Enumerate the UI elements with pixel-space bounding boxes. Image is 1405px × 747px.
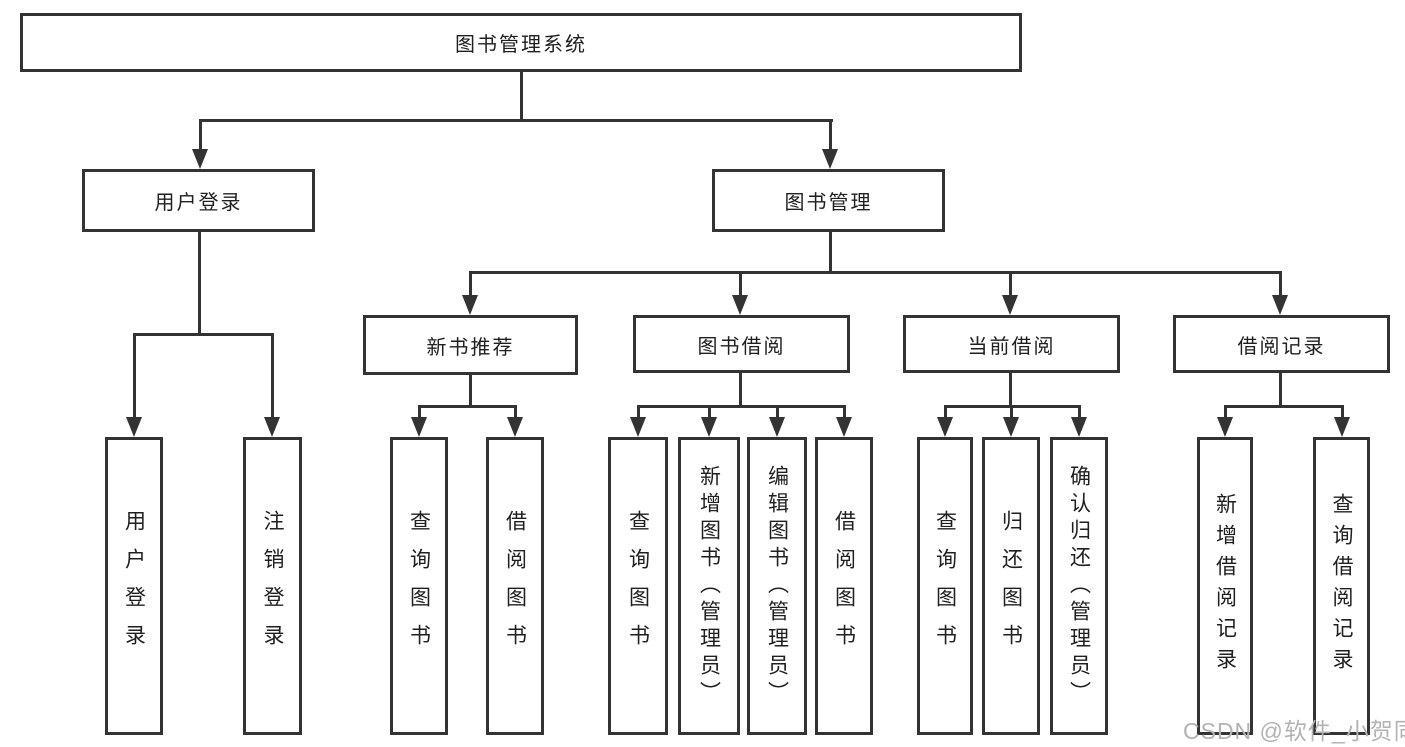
- connector-line: [739, 271, 742, 295]
- node-book-borrowing-label: 图书借阅: [697, 335, 786, 358]
- connector-line: [829, 119, 832, 149]
- leaf-current-confirm-return-admin: 确认归还（管理员）: [1050, 437, 1108, 735]
- connector-line: [1279, 271, 1282, 295]
- leaf-borrowing-query-books-label: 查询图书: [626, 510, 650, 662]
- leaf-borrowing-add-books-admin-label: 新增图书（管理员）: [697, 464, 721, 708]
- arrowhead: [1217, 417, 1233, 437]
- connector-line: [1009, 373, 1012, 407]
- connector-line: [133, 333, 273, 336]
- connector-line: [1279, 373, 1282, 407]
- connector-line: [1078, 405, 1081, 417]
- node-library-system-label: 图书管理系统: [455, 34, 587, 56]
- connector-line: [1224, 405, 1227, 417]
- connector-line: [469, 271, 1282, 274]
- connector-line: [199, 119, 833, 122]
- connector-line: [418, 405, 421, 417]
- node-book-borrowing: 图书借阅: [633, 315, 850, 373]
- leaf-borrowing-query-books: 查询图书: [608, 437, 668, 735]
- arrowhead: [769, 417, 785, 437]
- arrowhead: [264, 417, 280, 437]
- connector-line: [1224, 405, 1344, 408]
- connector-line: [739, 372, 742, 407]
- node-user-login: 用户登录: [82, 169, 315, 232]
- node-borrow-records-label: 借阅记录: [1237, 335, 1326, 358]
- connector-line: [199, 119, 202, 149]
- arrowhead: [1003, 417, 1019, 437]
- leaf-records-add-record: 新增借阅记录: [1197, 437, 1253, 735]
- connector-line: [1341, 405, 1344, 417]
- arrowhead: [462, 295, 478, 315]
- leaf-logout-label: 注销登录: [261, 510, 284, 662]
- node-current-borrowing: 当前借阅: [903, 315, 1120, 373]
- connector-line: [469, 271, 472, 295]
- arrowhead: [937, 417, 953, 437]
- leaf-borrowing-borrow-books: 借阅图书: [815, 437, 873, 735]
- arrowhead: [701, 417, 717, 437]
- connector-line: [944, 405, 947, 417]
- connector-line: [708, 405, 711, 417]
- leaf-current-query-books-label: 查询图书: [933, 510, 957, 662]
- connector-line: [637, 405, 640, 417]
- connector-line: [843, 405, 846, 417]
- arrowhead: [1334, 417, 1350, 437]
- connector-line: [520, 72, 523, 120]
- leaf-current-confirm-return-admin-label: 确认归还（管理员）: [1067, 464, 1091, 708]
- connector-line: [198, 232, 201, 335]
- arrowhead: [507, 417, 523, 437]
- node-user-login-label: 用户登录: [154, 192, 243, 214]
- leaf-records-query-record-label: 查询借阅记录: [1330, 493, 1353, 679]
- leaf-borrowing-add-books-admin: 新增图书（管理员）: [678, 437, 740, 735]
- node-borrow-records: 借阅记录: [1173, 315, 1390, 373]
- node-current-borrowing-label: 当前借阅: [967, 335, 1056, 358]
- node-book-management-label: 图书管理: [784, 192, 873, 214]
- arrowhead: [1071, 417, 1087, 437]
- arrowhead: [1002, 295, 1018, 315]
- leaf-borrowing-edit-books-admin-label: 编辑图书（管理员）: [765, 464, 789, 708]
- node-new-book-recommend: 新书推荐: [363, 315, 578, 375]
- arrowhead: [411, 417, 427, 437]
- connector-line: [637, 405, 846, 408]
- arrowhead: [822, 149, 838, 169]
- arrowhead: [836, 417, 852, 437]
- connector-line: [514, 405, 517, 417]
- arrowhead: [732, 295, 748, 315]
- leaf-current-return-books: 归还图书: [982, 437, 1040, 735]
- connector-line: [418, 405, 517, 408]
- leaf-borrowing-edit-books-admin: 编辑图书（管理员）: [747, 437, 807, 735]
- arrowhead: [630, 417, 646, 437]
- leaf-user-login-label: 用户登录: [122, 510, 146, 662]
- connector-line: [271, 333, 274, 417]
- arrowhead: [126, 417, 142, 437]
- leaf-newbooks-query-books: 查询图书: [390, 437, 448, 735]
- node-book-management: 图书管理: [712, 169, 945, 232]
- leaf-newbooks-borrow-books-label: 借阅图书: [503, 510, 527, 662]
- leaf-newbooks-query-books-label: 查询图书: [407, 510, 431, 662]
- leaf-newbooks-borrow-books: 借阅图书: [486, 437, 544, 735]
- connector-line: [829, 232, 832, 273]
- connector-line: [1010, 405, 1013, 417]
- leaf-records-add-record-label: 新增借阅记录: [1213, 493, 1237, 679]
- node-library-system: 图书管理系统: [20, 13, 1022, 72]
- connector-line: [133, 333, 136, 417]
- leaf-borrowing-borrow-books-label: 借阅图书: [832, 510, 856, 662]
- leaf-current-query-books: 查询图书: [917, 437, 973, 735]
- connector-line: [776, 405, 779, 417]
- leaf-user-login: 用户登录: [105, 437, 163, 735]
- arrowhead: [1272, 295, 1288, 315]
- leaf-logout: 注销登录: [243, 437, 302, 735]
- connector-line: [1009, 271, 1012, 295]
- leaf-current-return-books-label: 归还图书: [999, 510, 1023, 662]
- connector-line: [469, 373, 472, 407]
- arrowhead: [192, 149, 208, 169]
- node-new-book-recommend-label: 新书推荐: [426, 336, 515, 359]
- leaf-records-query-record: 查询借阅记录: [1313, 437, 1370, 735]
- watermark: CSDN @软件_小贺同学: [1183, 718, 1405, 744]
